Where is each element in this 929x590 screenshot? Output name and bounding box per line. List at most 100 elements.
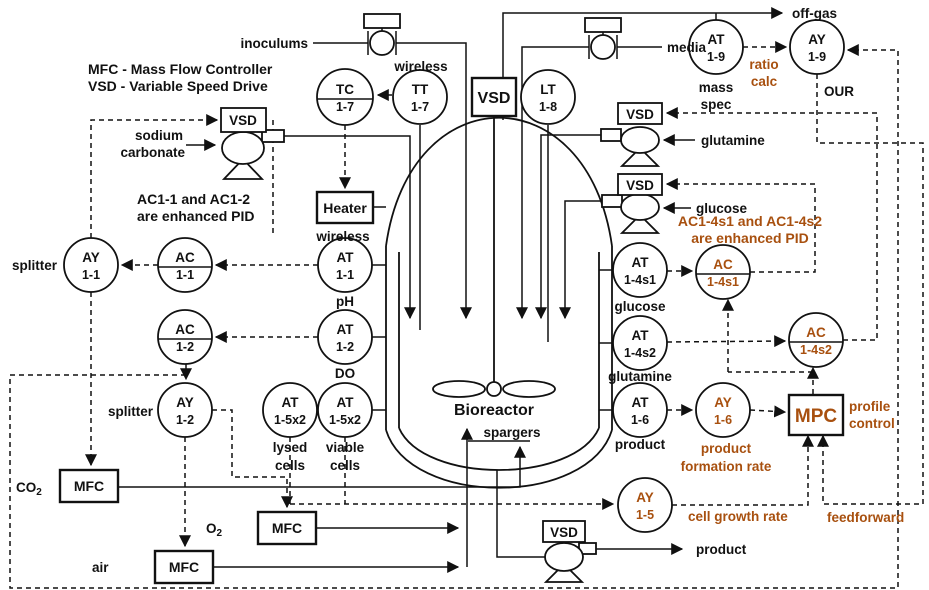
- num: 1-4s1: [707, 275, 739, 289]
- lysed-cells-label-2: cells: [275, 458, 305, 473]
- num: 1-1: [82, 268, 100, 282]
- media-feed-line: [516, 46, 589, 320]
- tag: AC: [175, 250, 195, 265]
- feedforward-label: feedforward: [827, 510, 904, 525]
- splitter-label-1: splitter: [12, 258, 58, 273]
- ratio-calc-label-1: ratio: [749, 57, 778, 72]
- num: 1-6: [714, 413, 732, 427]
- co2-mfc-box: MFC: [58, 468, 120, 504]
- signal-ac14s1-to-glucose-vsd: [665, 178, 816, 273]
- instrument-at-1-6: AT 1-6: [612, 382, 668, 438]
- instrument-at-1-4s2: AT 1-4s2: [612, 315, 668, 371]
- inoculums-feed-line: [396, 42, 472, 320]
- num: 1-5: [636, 508, 654, 522]
- mfc-label: MFC: [169, 559, 199, 575]
- instrument-at-1-5x2-viable: AT 1-5x2: [317, 382, 373, 438]
- sodium-carbonate-feed-line: [284, 135, 416, 320]
- pump-body: [221, 131, 265, 165]
- mfc-label: MFC: [272, 520, 302, 536]
- harvest-drain-line: [496, 470, 545, 558]
- signal-ay11-to-sodium-vsd: [90, 114, 219, 238]
- mpc-box: MPC: [787, 393, 845, 437]
- num: 1-2: [336, 340, 354, 354]
- o2-label: O2: [206, 521, 223, 539]
- glutamine-pump: [600, 126, 661, 167]
- vsd-label: VSD: [478, 90, 511, 107]
- note-enhanced-pid-1: AC1-1 and AC1-2: [137, 191, 250, 207]
- num: 1-9: [707, 50, 725, 64]
- co2-label: CO2: [16, 480, 42, 498]
- tag: AT: [632, 328, 650, 343]
- heater-box: Heater: [315, 190, 375, 225]
- num: 1-9: [808, 50, 826, 64]
- mpc-label: MPC: [795, 406, 838, 427]
- pump-body: [544, 542, 584, 572]
- sodium-carbonate-label-2: carbonate: [120, 145, 185, 160]
- impeller-hub: [486, 381, 502, 397]
- o2-mfc-box: MFC: [256, 510, 318, 546]
- pump-base: [619, 146, 661, 167]
- tag: AT: [632, 255, 650, 270]
- instrument-at-1-2: AT 1-2: [317, 309, 373, 365]
- glucose-pump: [601, 193, 661, 234]
- vsd-label: VSD: [229, 113, 257, 128]
- harvest-pump: [543, 542, 597, 583]
- spargers-label: spargers: [483, 425, 540, 440]
- glucose-tag-label: glucose: [614, 299, 666, 314]
- num: 1-1: [336, 268, 354, 282]
- tag: AC: [806, 325, 826, 340]
- pump-base: [543, 562, 585, 583]
- tag: AT: [708, 32, 726, 47]
- off-gas-label: off-gas: [792, 6, 837, 21]
- glucose-vsd-box: VSD: [617, 173, 663, 196]
- pump-base: [619, 213, 661, 234]
- tag: AT: [337, 322, 355, 337]
- tag: AY: [808, 32, 826, 47]
- sodium-carbonate-vsd-box: VSD: [220, 107, 267, 133]
- inoculums-valve: [363, 13, 401, 56]
- heater-label: Heater: [323, 200, 367, 216]
- num: 1-7: [411, 100, 429, 114]
- glutamine-label: glutamine: [701, 133, 765, 148]
- harvest-vsd-box: VSD: [542, 520, 586, 543]
- instrument-ac-1-2: AC 1-2: [157, 309, 213, 365]
- profile-control-label-1: profile: [849, 399, 891, 414]
- note-enhanced-pid-orange-1: AC1-4s1 and AC1-4s2: [678, 213, 822, 229]
- tag: AC: [713, 257, 733, 272]
- pump-base: [221, 157, 265, 180]
- signal-at14s2-to-ac14s2: [666, 335, 787, 348]
- num: 1-1: [176, 268, 194, 282]
- ph-label: pH: [336, 294, 354, 309]
- product-out-label: product: [696, 542, 747, 557]
- instrument-lt-1-8: LT 1-8: [520, 69, 576, 125]
- legend-mfc: MFC - Mass Flow Controller: [88, 61, 273, 77]
- tag: LT: [540, 82, 556, 97]
- splitter-label-2: splitter: [108, 404, 154, 419]
- glucose-feed-line: [559, 200, 602, 320]
- instrument-tc-1-7: TC 1-7: [316, 68, 374, 126]
- labels: MFC - Mass Flow Controller VSD - Variabl…: [12, 6, 904, 575]
- pump-body: [620, 126, 660, 154]
- num: 1-2: [176, 413, 194, 427]
- signal-ay12-to-o2-mfc: [212, 409, 293, 509]
- lysed-cells-label-1: lysed: [273, 440, 308, 455]
- num: 1-8: [539, 100, 557, 114]
- impeller-blade-left: [432, 380, 486, 398]
- tag: AC: [175, 322, 195, 337]
- glutamine-feed-line: [535, 134, 601, 320]
- valve-actuator: [363, 13, 401, 29]
- pump-outlet: [261, 129, 285, 143]
- viable-cells-label-1: viable: [326, 440, 365, 455]
- instrument-at-1-4s1: AT 1-4s1: [612, 242, 668, 298]
- air-label: air: [92, 560, 109, 575]
- glucose-label: glucose: [696, 201, 748, 216]
- air-mfc-box: MFC: [153, 549, 215, 585]
- instrument-ay-1-1: AY 1-1: [63, 237, 119, 293]
- tag: AY: [714, 395, 732, 410]
- mass-spec-label-1: mass: [699, 80, 734, 95]
- signal-ac14s2-to-glutamine-vsd: [665, 107, 878, 341]
- vsd-label: VSD: [626, 107, 654, 122]
- instrument-at-1-5x2-lysed: AT 1-5x2: [262, 382, 318, 438]
